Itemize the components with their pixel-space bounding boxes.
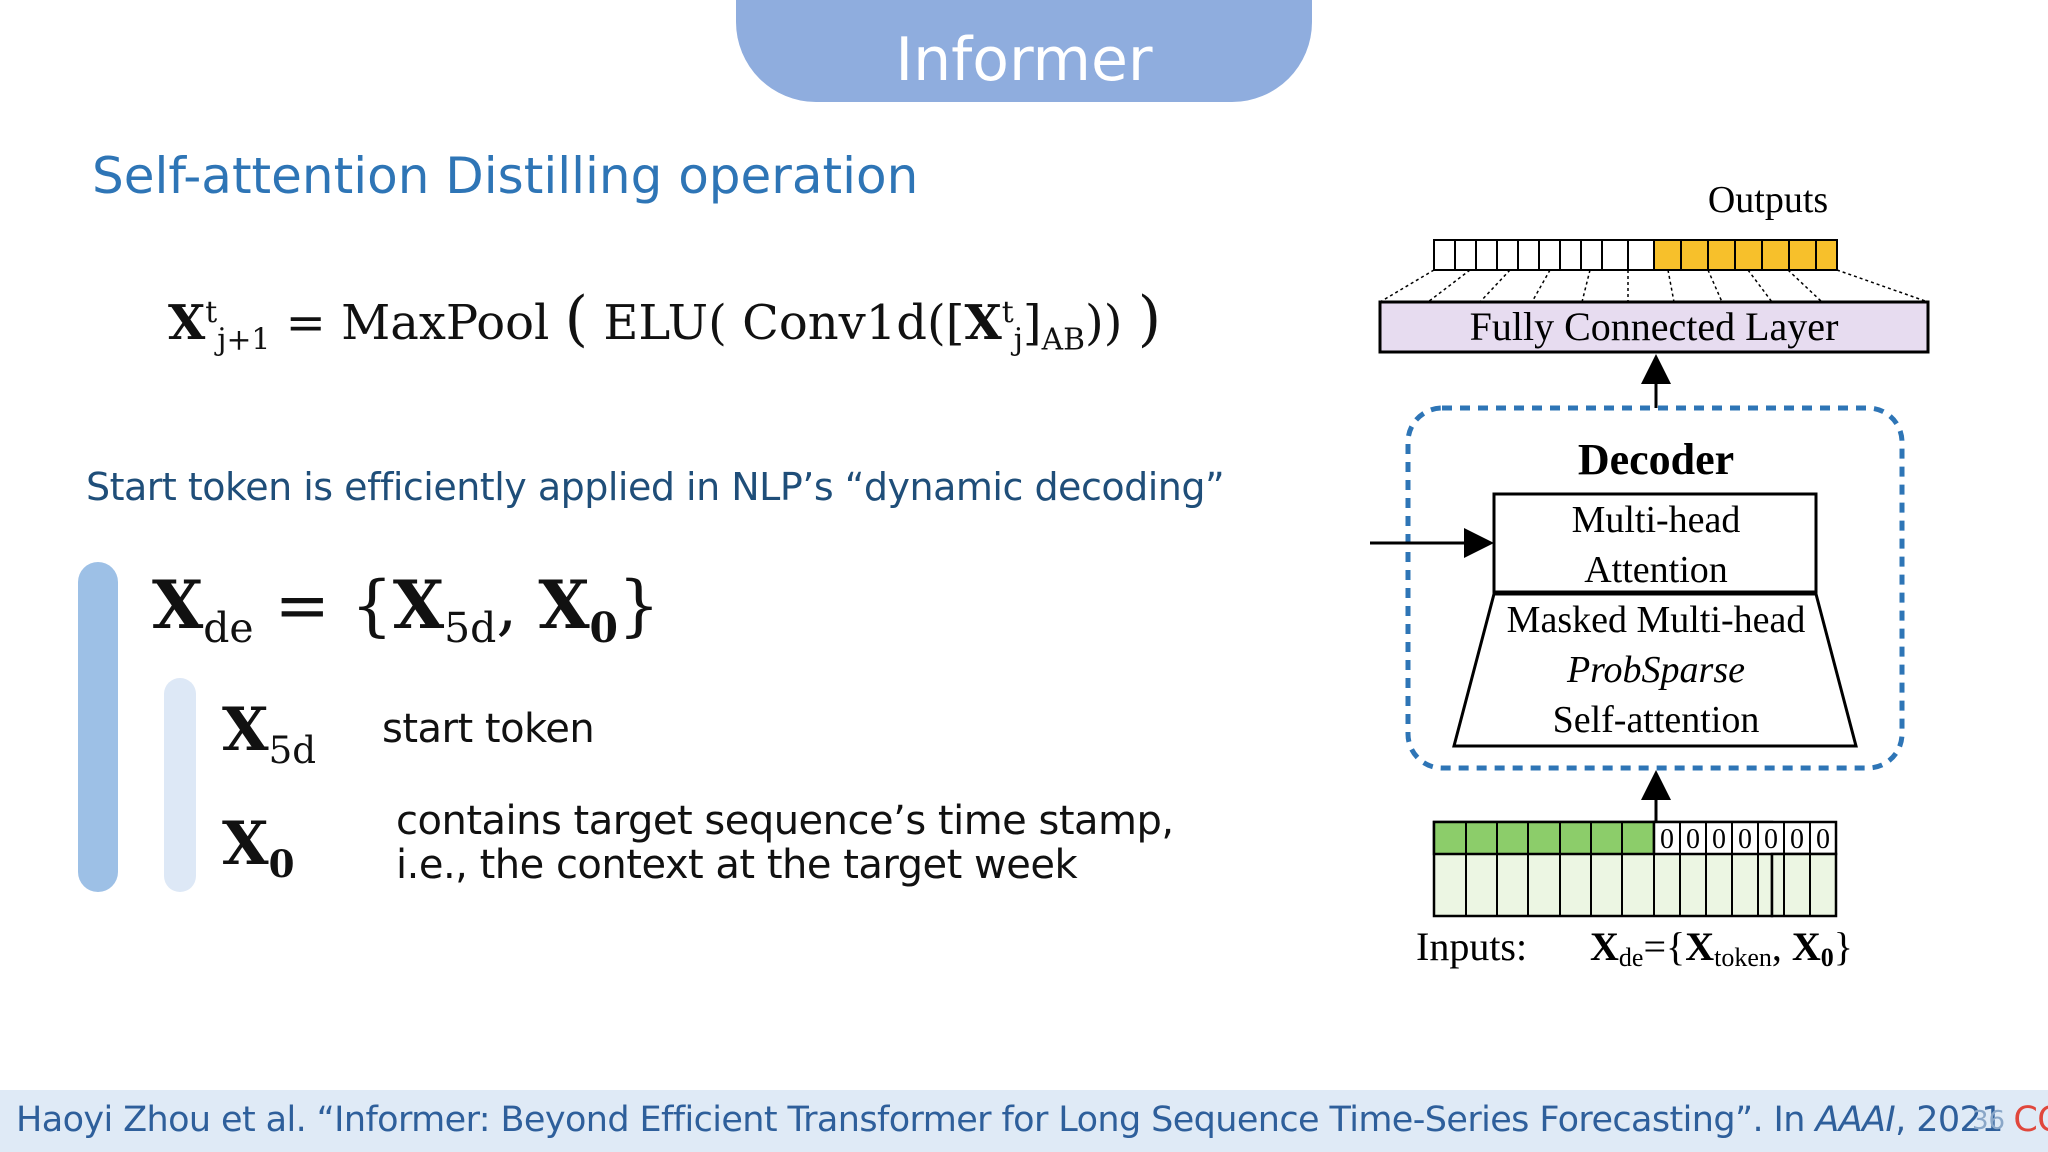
accent-bar-inner xyxy=(164,678,196,892)
output-cell xyxy=(1454,239,1477,271)
zero-cell: 0 xyxy=(1660,824,1674,855)
eq-ab-sub: AB xyxy=(1041,322,1086,358)
x0-sub: 0 xyxy=(268,842,295,886)
zero-cell: 0 xyxy=(1790,824,1804,855)
x5d-sub: 5d xyxy=(268,728,317,772)
eq-close-parens: )) xyxy=(1085,295,1123,351)
output-cell xyxy=(1475,239,1498,271)
citation: Haoyi Zhou et al. “Informer: Beyond Effi… xyxy=(16,1094,2048,1146)
output-cell-filled xyxy=(1788,239,1817,271)
footer-bar xyxy=(0,1090,2048,1152)
slide-title: Informer xyxy=(895,25,1153,95)
output-cells xyxy=(1433,239,1838,271)
citation-venue: AAAI xyxy=(1815,1100,1896,1140)
x0-description-line1: contains target sequence’s time stamp, xyxy=(396,798,1174,844)
output-cell-filled xyxy=(1653,239,1682,271)
eq-x-lhs: X xyxy=(168,295,206,351)
xde-x: X xyxy=(152,566,204,644)
masked-attention-trapezoid xyxy=(1452,592,1858,748)
x5d-description: start token xyxy=(382,706,595,752)
x0-symbol: X0 xyxy=(222,804,294,904)
decoder-label: Decoder xyxy=(1578,435,1734,484)
ccf-rank-badge: CCF-A xyxy=(2013,1100,2048,1140)
section-title: Self-attention Distilling operation xyxy=(92,147,919,205)
multihead-attention-box xyxy=(1492,492,1818,594)
accent-bar-outer xyxy=(78,562,118,892)
masked-line3: Self-attention xyxy=(1553,699,1760,741)
citation-text: Haoyi Zhou et al. “Informer: Beyond Effi… xyxy=(16,1100,1816,1140)
distilling-equation: Xtj+1 = MaxPool ( ELU( Conv1d([Xtj]AB)) … xyxy=(168,284,1162,358)
output-cell xyxy=(1538,239,1561,271)
input-cells xyxy=(1432,820,1838,918)
eq-lhs-sub: j+1 xyxy=(217,322,271,358)
x5d-symbol: X5d xyxy=(222,690,316,790)
output-cell xyxy=(1559,239,1582,271)
output-cell xyxy=(1601,239,1629,271)
output-cell xyxy=(1496,239,1519,271)
mha-line2: Attention xyxy=(1584,549,1728,591)
xde-x0: X xyxy=(538,566,590,644)
inputs-formula: Xde={Xtoken, X0} xyxy=(1590,924,1853,972)
eq-maxpool: MaxPool xyxy=(341,295,550,351)
x0-description-line2: i.e., the context at the target week xyxy=(396,842,1078,888)
mha-line1: Multi-head xyxy=(1572,499,1741,541)
xde-equals: = xyxy=(274,567,330,644)
xde-comma: , xyxy=(496,567,518,644)
xde-x5d: X xyxy=(392,566,445,644)
zero-cell: 0 xyxy=(1686,824,1700,855)
fc-layer-box xyxy=(1378,300,1930,354)
zero-cell: 0 xyxy=(1816,824,1830,855)
eq-x-rhs: X xyxy=(964,295,1002,351)
eq-close-bracket: ] xyxy=(1022,295,1042,351)
xde-sub: de xyxy=(203,604,254,653)
masked-line1: Masked Multi-head xyxy=(1507,599,1806,641)
zero-cell: 0 xyxy=(1738,824,1752,855)
zero-cell: 0 xyxy=(1764,824,1778,855)
output-cell-filled xyxy=(1707,239,1736,271)
decoder-diagram: Outputs Fully Connected Layer xyxy=(1370,180,1930,972)
outputs-label: Outputs xyxy=(1708,180,1828,221)
page-number: 36 xyxy=(1972,1106,2006,1136)
title-tab xyxy=(736,0,1312,102)
output-cell-filled xyxy=(1734,239,1763,271)
eq-equals: = xyxy=(285,295,326,351)
x5d-x: X xyxy=(222,695,269,765)
decoder-boundary xyxy=(1405,405,1905,771)
citation-year: , 2021 xyxy=(1895,1100,2014,1140)
fc-connector-lines xyxy=(1379,269,1929,303)
output-cell-filled xyxy=(1680,239,1709,271)
inputs-label: Inputs: xyxy=(1416,924,1527,969)
output-cell-filled xyxy=(1761,239,1790,271)
eq-rhs-sup: t xyxy=(1001,295,1014,330)
x0-x: X xyxy=(222,809,269,879)
xde-open-brace: { xyxy=(350,567,393,644)
output-cell xyxy=(1433,239,1456,271)
xde-close-brace: } xyxy=(618,567,660,644)
fc-layer-label: Fully Connected Layer xyxy=(1470,304,1839,349)
eq-lhs-sup: t xyxy=(205,295,218,330)
zero-cell: 0 xyxy=(1712,824,1726,855)
start-token-note: Start token is efficiently applied in NL… xyxy=(86,465,1225,509)
masked-line2: ProbSparse xyxy=(1566,649,1745,691)
output-cell xyxy=(1627,239,1655,271)
xde-x0-sub: 0 xyxy=(589,604,618,653)
eq-rhs-sub: j xyxy=(1013,322,1023,358)
output-cell xyxy=(1517,239,1540,271)
eq-elu: ELU( xyxy=(603,295,727,351)
output-cell-filled xyxy=(1815,239,1838,271)
xde-x5d-sub: 5d xyxy=(444,604,497,653)
eq-conv: Conv1d([ xyxy=(742,295,965,351)
output-cell xyxy=(1580,239,1603,271)
xde-equation: Xde = {X5d, X0} xyxy=(152,560,660,673)
